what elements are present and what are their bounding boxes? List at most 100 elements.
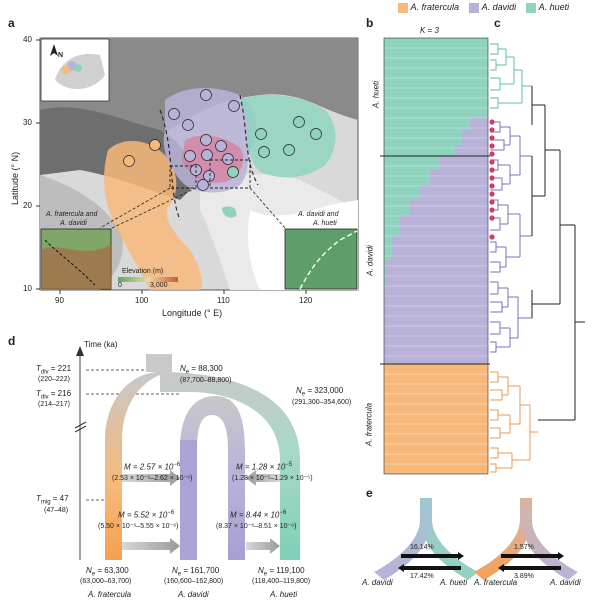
legend: A. fratercula A. davidi A. hueti bbox=[398, 2, 569, 13]
map-xtick-110: 110 bbox=[217, 296, 230, 305]
ne-anc2-symbol: N bbox=[296, 386, 302, 395]
ne-anc-sub: e bbox=[185, 369, 190, 376]
ne-ancestral2-label: Ne = 323,000 bbox=[296, 386, 343, 398]
t-div2-label: Tdiv = 216 bbox=[36, 389, 71, 401]
migration-rate-2: M = 1.28 × 10−5 bbox=[236, 462, 292, 472]
map-xtick-100: 100 bbox=[135, 296, 149, 305]
structure-row-lines bbox=[384, 47, 488, 465]
legend-swatch-davidi bbox=[469, 2, 480, 13]
site-pie bbox=[258, 146, 270, 158]
site-pie bbox=[168, 108, 180, 120]
elevation-title: Elevation (m) bbox=[122, 268, 164, 275]
ne-anc2-sub: e bbox=[301, 391, 306, 398]
introgression-left-bottom: 17.42% bbox=[410, 573, 434, 580]
ne2-value: = 161,700 bbox=[181, 566, 220, 575]
north-arrow-icon bbox=[50, 44, 58, 56]
t-div1-value: = 221 bbox=[48, 364, 72, 373]
ancestral-population bbox=[146, 354, 172, 372]
ne-anc-value: = 88,300 bbox=[189, 364, 223, 373]
tree-backbone bbox=[531, 86, 585, 421]
migration-rate-2-ci: (1.28 × 10⁻⁵–1.29 × 10⁻⁵) bbox=[232, 475, 313, 482]
north-label: N bbox=[58, 52, 64, 59]
ne-fratercula: Ne = 63,300 bbox=[86, 566, 129, 578]
elevation-max: 3,000 bbox=[150, 282, 168, 289]
map-ytick-20: 20 bbox=[23, 201, 32, 210]
inset-zoom-right bbox=[284, 228, 358, 290]
site-pie bbox=[200, 134, 212, 146]
t-mig-ci: (47–48) bbox=[44, 507, 69, 514]
map-xtick-120: 120 bbox=[299, 296, 313, 305]
legend-swatch-hueti bbox=[526, 2, 537, 13]
panel-label-b: b bbox=[366, 16, 374, 30]
t-div1-sub: div bbox=[40, 369, 49, 376]
site-pie bbox=[201, 149, 213, 161]
site-pie bbox=[227, 166, 239, 178]
structure-plot bbox=[380, 37, 490, 475]
migration-arrow-f-to-d bbox=[122, 470, 180, 486]
tree-clade-fratercula bbox=[490, 371, 538, 473]
migration-rate-1-ci: (2.53 × 10⁻⁶–2.62 × 10⁻⁶) bbox=[112, 475, 193, 482]
map-x-axis-label: Longitude (° E) bbox=[162, 308, 223, 318]
t-mig-sub: mig bbox=[40, 499, 51, 506]
ne-davidi-ci: (160,600–162,800) bbox=[164, 578, 224, 585]
site-pie bbox=[310, 128, 322, 140]
t-div1-label: Tdiv = 221 bbox=[36, 364, 71, 376]
t-div2-sub: div bbox=[40, 394, 49, 401]
introgression-panel-left bbox=[374, 498, 478, 580]
ne2-symbol: N bbox=[172, 566, 178, 575]
migration-rate-4-ci: (8.37 × 10⁻⁶–8.51 × 10⁻⁶) bbox=[216, 523, 297, 530]
k-label-text: K = 3 bbox=[420, 26, 439, 35]
m4-value: M = 8.44 × 10 bbox=[230, 510, 280, 520]
map-ytick-40: 40 bbox=[23, 35, 32, 44]
ne3-symbol: N bbox=[258, 566, 264, 575]
site-pie bbox=[215, 140, 227, 152]
site-pie bbox=[182, 119, 194, 131]
site-pie bbox=[149, 139, 161, 151]
t-mig-value: = 47 bbox=[50, 494, 69, 503]
introgression-left-b: A. hueti bbox=[440, 578, 468, 587]
ne1-symbol: N bbox=[86, 566, 92, 575]
ne-ancestral-ci: (87,700–88,800) bbox=[180, 377, 232, 384]
species-hueti: A. hueti bbox=[270, 590, 298, 599]
panel-label-d: d bbox=[8, 334, 16, 348]
ne-hueti: Ne = 119,100 bbox=[258, 566, 305, 578]
site-pie bbox=[184, 150, 196, 162]
t-div2-ci: (214–217) bbox=[38, 401, 70, 408]
ne1-value: = 63,300 bbox=[95, 566, 129, 575]
ne1-sub: e bbox=[91, 571, 96, 578]
panel-label-c: c bbox=[494, 16, 501, 30]
map-ytick-30: 30 bbox=[23, 118, 32, 127]
t-div1-symbol: T bbox=[36, 364, 41, 373]
site-pie bbox=[293, 116, 305, 128]
inset-right-label-2: A. hueti bbox=[313, 220, 337, 227]
map-y-ticks bbox=[36, 39, 40, 290]
panel-label-e: e bbox=[366, 486, 373, 500]
site-pie bbox=[200, 89, 212, 101]
m2-value: M = 1.28 × 10 bbox=[236, 462, 286, 472]
t-div2-value: = 216 bbox=[48, 389, 72, 398]
site-pie bbox=[255, 128, 267, 140]
panel-label-a: a bbox=[8, 16, 15, 30]
t-div2-symbol: T bbox=[36, 389, 41, 398]
site-pie bbox=[283, 144, 295, 156]
migration-arrow-h-to-d bbox=[246, 470, 280, 486]
t-mig-label: Tmig = 47 bbox=[36, 494, 69, 506]
map-x-ticks bbox=[59, 290, 307, 294]
species-fratercula: A. fratercula bbox=[88, 590, 132, 599]
sampling-sites bbox=[123, 89, 322, 191]
tree-clade-hueti bbox=[490, 43, 532, 109]
introgression-left-top: 16.14% bbox=[410, 544, 434, 551]
site-pie bbox=[222, 153, 234, 165]
legend-label-davidi: A. davidi bbox=[481, 2, 517, 12]
map-ytick-10: 10 bbox=[23, 284, 32, 293]
ne-davidi: Ne = 161,700 bbox=[172, 566, 219, 578]
elevation-colorbar bbox=[118, 277, 178, 282]
introgression-left-a: A. davidi bbox=[362, 578, 393, 587]
legend-label-fratercula: A. fratercula bbox=[410, 2, 460, 12]
group-label-hueti: A. hueti bbox=[371, 80, 381, 109]
legend-label-hueti: A. hueti bbox=[538, 2, 570, 12]
site-pie bbox=[197, 179, 209, 191]
introgression-right-b: A. davidi bbox=[550, 578, 581, 587]
admixed-individual-markers bbox=[489, 119, 495, 240]
